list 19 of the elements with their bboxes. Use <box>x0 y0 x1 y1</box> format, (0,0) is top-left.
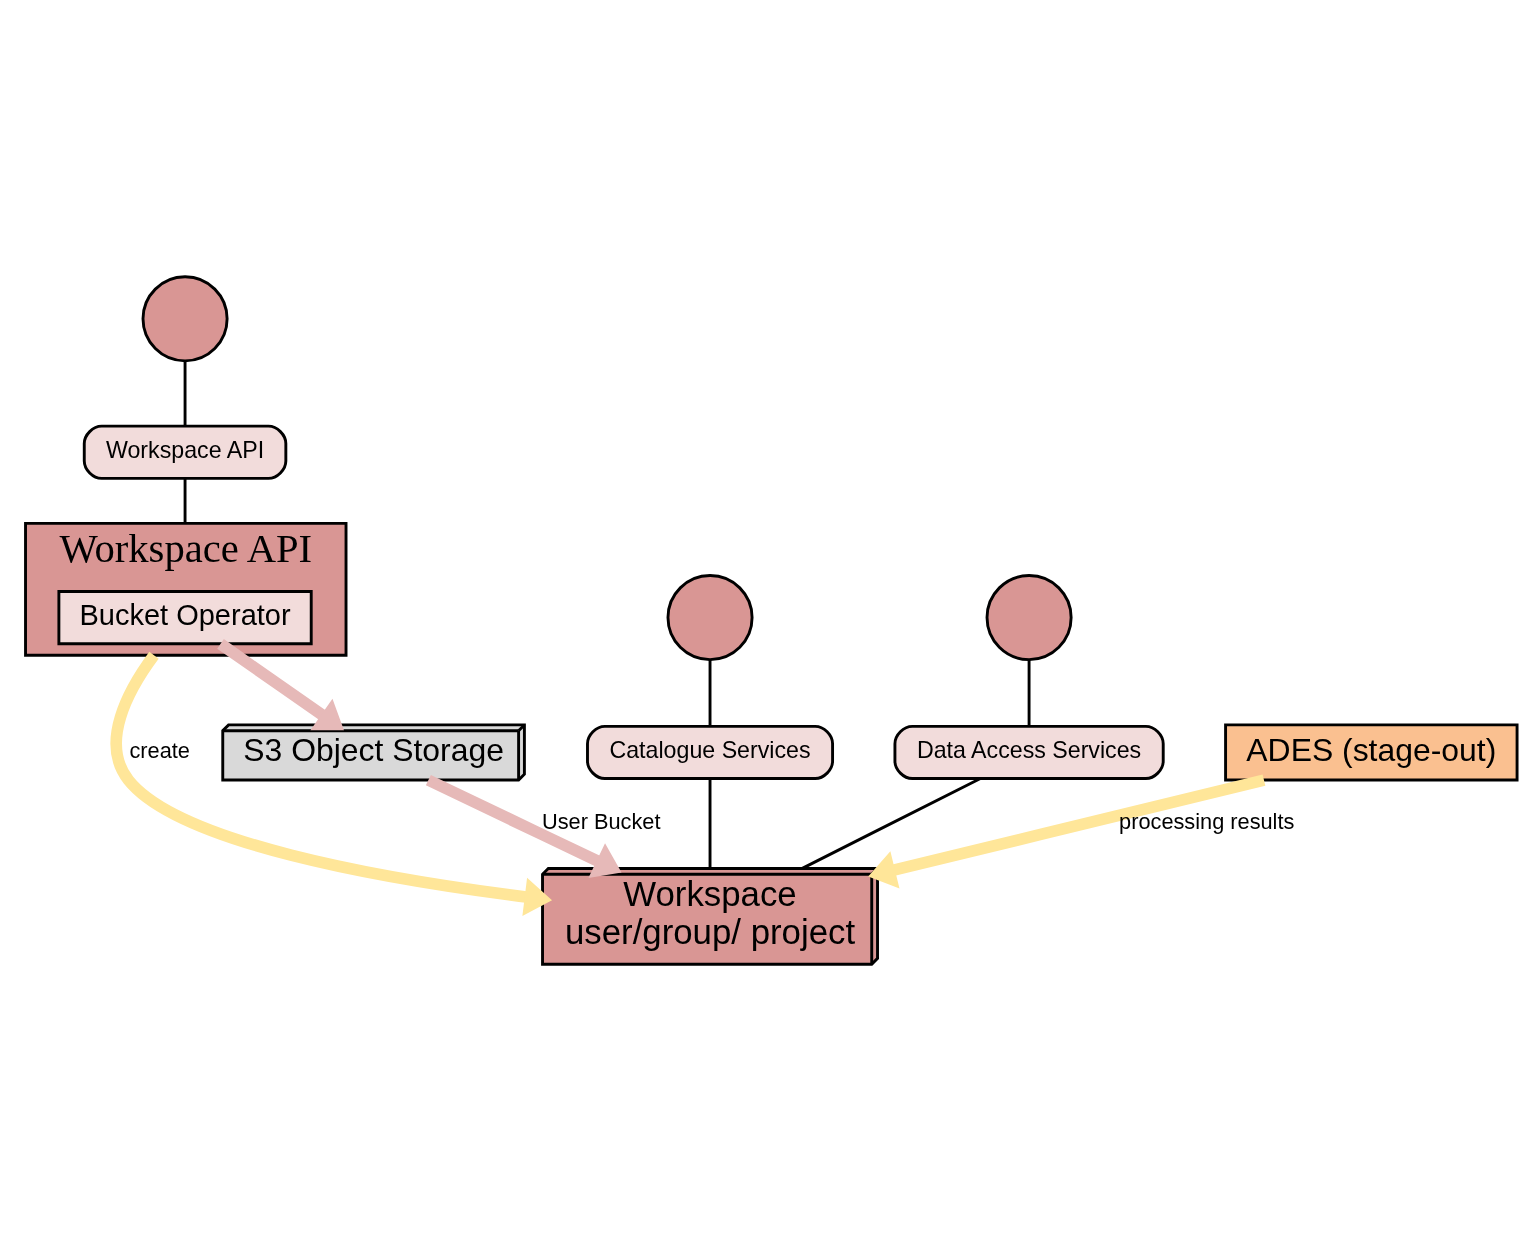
connector <box>1027 659 1031 726</box>
node-box: Data Access Services <box>893 724 1165 780</box>
connector <box>183 477 187 523</box>
connector <box>708 659 712 726</box>
arrow <box>425 774 622 878</box>
arrow <box>110 651 553 916</box>
node-circle <box>985 573 1073 661</box>
node-box: ADES (stage-out) <box>1224 722 1519 781</box>
edge-label: processing results <box>1119 808 1295 834</box>
node-circle <box>666 573 754 661</box>
connector <box>183 361 187 426</box>
node-box: Catalogue Services <box>586 724 835 780</box>
arrow <box>217 638 344 730</box>
node-box: Workspace API <box>82 424 288 480</box>
node-circle <box>141 274 229 362</box>
edge-label: create <box>129 737 190 763</box>
node-box: Bucket Operator <box>57 589 313 645</box>
edge-label: User Bucket <box>542 808 661 834</box>
connector <box>708 778 712 868</box>
